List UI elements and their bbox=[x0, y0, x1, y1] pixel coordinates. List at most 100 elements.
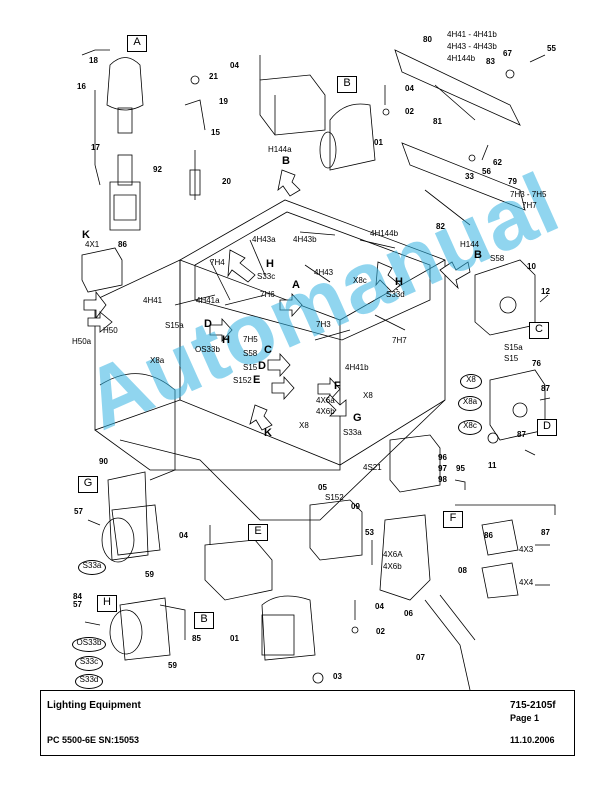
code-4x6a: 4X6a bbox=[316, 396, 335, 405]
code-7h6: 7H6 bbox=[260, 290, 275, 299]
code-4x6b-lower: 4X6b bbox=[383, 562, 402, 571]
section-label-f: F bbox=[443, 511, 463, 528]
part-80: 80 bbox=[423, 35, 432, 44]
section-label-a: A bbox=[127, 35, 147, 52]
callout-4h41-range: 4H41 - 4H41b bbox=[447, 30, 497, 39]
code-x8-lower: X8 bbox=[299, 421, 309, 430]
part-09: 09 bbox=[351, 502, 360, 511]
code-4s21: 4S21 bbox=[363, 463, 382, 472]
code-s33d-frame: S33d bbox=[386, 290, 405, 299]
arrow-label-b: B bbox=[282, 155, 290, 167]
oval-x8: X8 bbox=[460, 374, 482, 389]
part-96: 96 bbox=[438, 453, 447, 462]
oval-x8a: X8a bbox=[458, 396, 482, 411]
section-label-b: B bbox=[337, 76, 357, 93]
code-s15-frame: S15 bbox=[243, 363, 258, 372]
code-7h3: 7H3 bbox=[316, 320, 331, 329]
arrow-label-h2: H bbox=[395, 276, 403, 288]
part-19: 19 bbox=[219, 97, 228, 106]
part-02b: 02 bbox=[376, 627, 385, 636]
part-33: 33 bbox=[465, 172, 474, 181]
part-86: 86 bbox=[118, 240, 127, 249]
arrow-label-f: F bbox=[334, 380, 341, 392]
part-79: 79 bbox=[508, 177, 517, 186]
part-85: 85 bbox=[192, 634, 201, 643]
part-82: 82 bbox=[436, 222, 445, 231]
code-h144: H144 bbox=[460, 240, 480, 249]
code-4h43b: 4H43b bbox=[293, 235, 317, 244]
section-label-h: H bbox=[97, 595, 117, 612]
code-4x6a-upper: 4X6A bbox=[383, 550, 403, 559]
part-17: 17 bbox=[91, 143, 100, 152]
part-67: 67 bbox=[503, 49, 512, 58]
oval-x8c: X8c bbox=[458, 420, 482, 435]
part-20: 20 bbox=[222, 177, 231, 186]
code-4x3: 4X3 bbox=[519, 545, 534, 554]
part-56: 56 bbox=[482, 167, 491, 176]
arrow-label-c: C bbox=[264, 344, 272, 356]
section-label-d: D bbox=[537, 419, 557, 436]
page-number: Page 1 bbox=[510, 713, 540, 723]
code-s15: S15 bbox=[504, 354, 519, 363]
part-84: 84 bbox=[73, 592, 82, 601]
part-21: 21 bbox=[209, 72, 218, 81]
part-03: 03 bbox=[333, 672, 342, 681]
oval-s33a: S33a bbox=[78, 560, 106, 575]
code-4h41: 4H41 bbox=[143, 296, 163, 305]
arrow-label-e: E bbox=[253, 374, 261, 386]
drawing-title: Lighting Equipment bbox=[47, 700, 141, 711]
part-04c: 04 bbox=[179, 531, 188, 540]
code-4h144b: 4H144b bbox=[370, 229, 399, 238]
part-15: 15 bbox=[211, 128, 220, 137]
code-4h43: 4H43 bbox=[314, 268, 334, 277]
oval-os33b: OS33b bbox=[72, 637, 106, 652]
code-x8c-frame: X8c bbox=[353, 276, 367, 285]
part-57: 57 bbox=[74, 507, 83, 516]
part-55: 55 bbox=[547, 44, 556, 53]
arrow-label-k2: K bbox=[264, 427, 272, 439]
exploded-parts-diagram bbox=[81, 49, 556, 690]
code-s15a: S15a bbox=[504, 343, 523, 352]
arrow-label-d: D bbox=[204, 318, 212, 330]
code-x8-frame: X8 bbox=[363, 391, 373, 400]
code-h144a: H144a bbox=[268, 145, 292, 154]
part-81: 81 bbox=[433, 117, 442, 126]
code-h50: H50 bbox=[103, 326, 118, 335]
oval-s33d: S33d bbox=[75, 674, 103, 689]
code-7h5: 7H5 bbox=[243, 335, 258, 344]
code-7h4: 7H4 bbox=[210, 258, 225, 267]
arrow-label-k: K bbox=[82, 229, 90, 241]
part-18: 18 bbox=[89, 56, 98, 65]
code-os33b-frame: OS33b bbox=[195, 345, 220, 354]
code-s58: S58 bbox=[243, 349, 258, 358]
code-4h41b: 4H41b bbox=[345, 363, 369, 372]
code-4h43a: 4H43a bbox=[252, 235, 276, 244]
code-s152-lower: S152 bbox=[325, 493, 344, 502]
part-05: 05 bbox=[318, 483, 327, 492]
part-12: 12 bbox=[541, 287, 550, 296]
part-53: 53 bbox=[365, 528, 374, 537]
part-08: 08 bbox=[458, 566, 467, 575]
code-7h7: 7H7 bbox=[392, 336, 407, 345]
part-86b: 86 bbox=[484, 531, 493, 540]
code-s152: S152 bbox=[233, 376, 252, 385]
code-4x6b: 4X6b bbox=[316, 407, 335, 416]
arrow-label-h3: H bbox=[222, 334, 230, 346]
revision-date: 11.10.2006 bbox=[510, 735, 555, 745]
arrow-label-h: H bbox=[266, 258, 274, 270]
arrow-label-b2: B bbox=[474, 249, 482, 261]
code-h50a: H50a bbox=[72, 337, 92, 346]
part-16: 16 bbox=[77, 82, 86, 91]
part-04d: 04 bbox=[375, 602, 384, 611]
section-label-e: E bbox=[248, 524, 268, 541]
part-87: 87 bbox=[541, 384, 550, 393]
section-label-g: G bbox=[78, 476, 98, 493]
code-s33c-frame: S33c bbox=[257, 272, 276, 281]
part-01: 01 bbox=[374, 138, 383, 147]
part-04b: 04 bbox=[405, 84, 414, 93]
callout-4h144b: 4H144b bbox=[447, 54, 476, 63]
code-s15a-frame: S15a bbox=[165, 321, 184, 330]
part-59b: 59 bbox=[168, 661, 177, 670]
part-57b: 57 bbox=[73, 600, 82, 609]
callout-7h7: 7H7 bbox=[522, 201, 537, 210]
